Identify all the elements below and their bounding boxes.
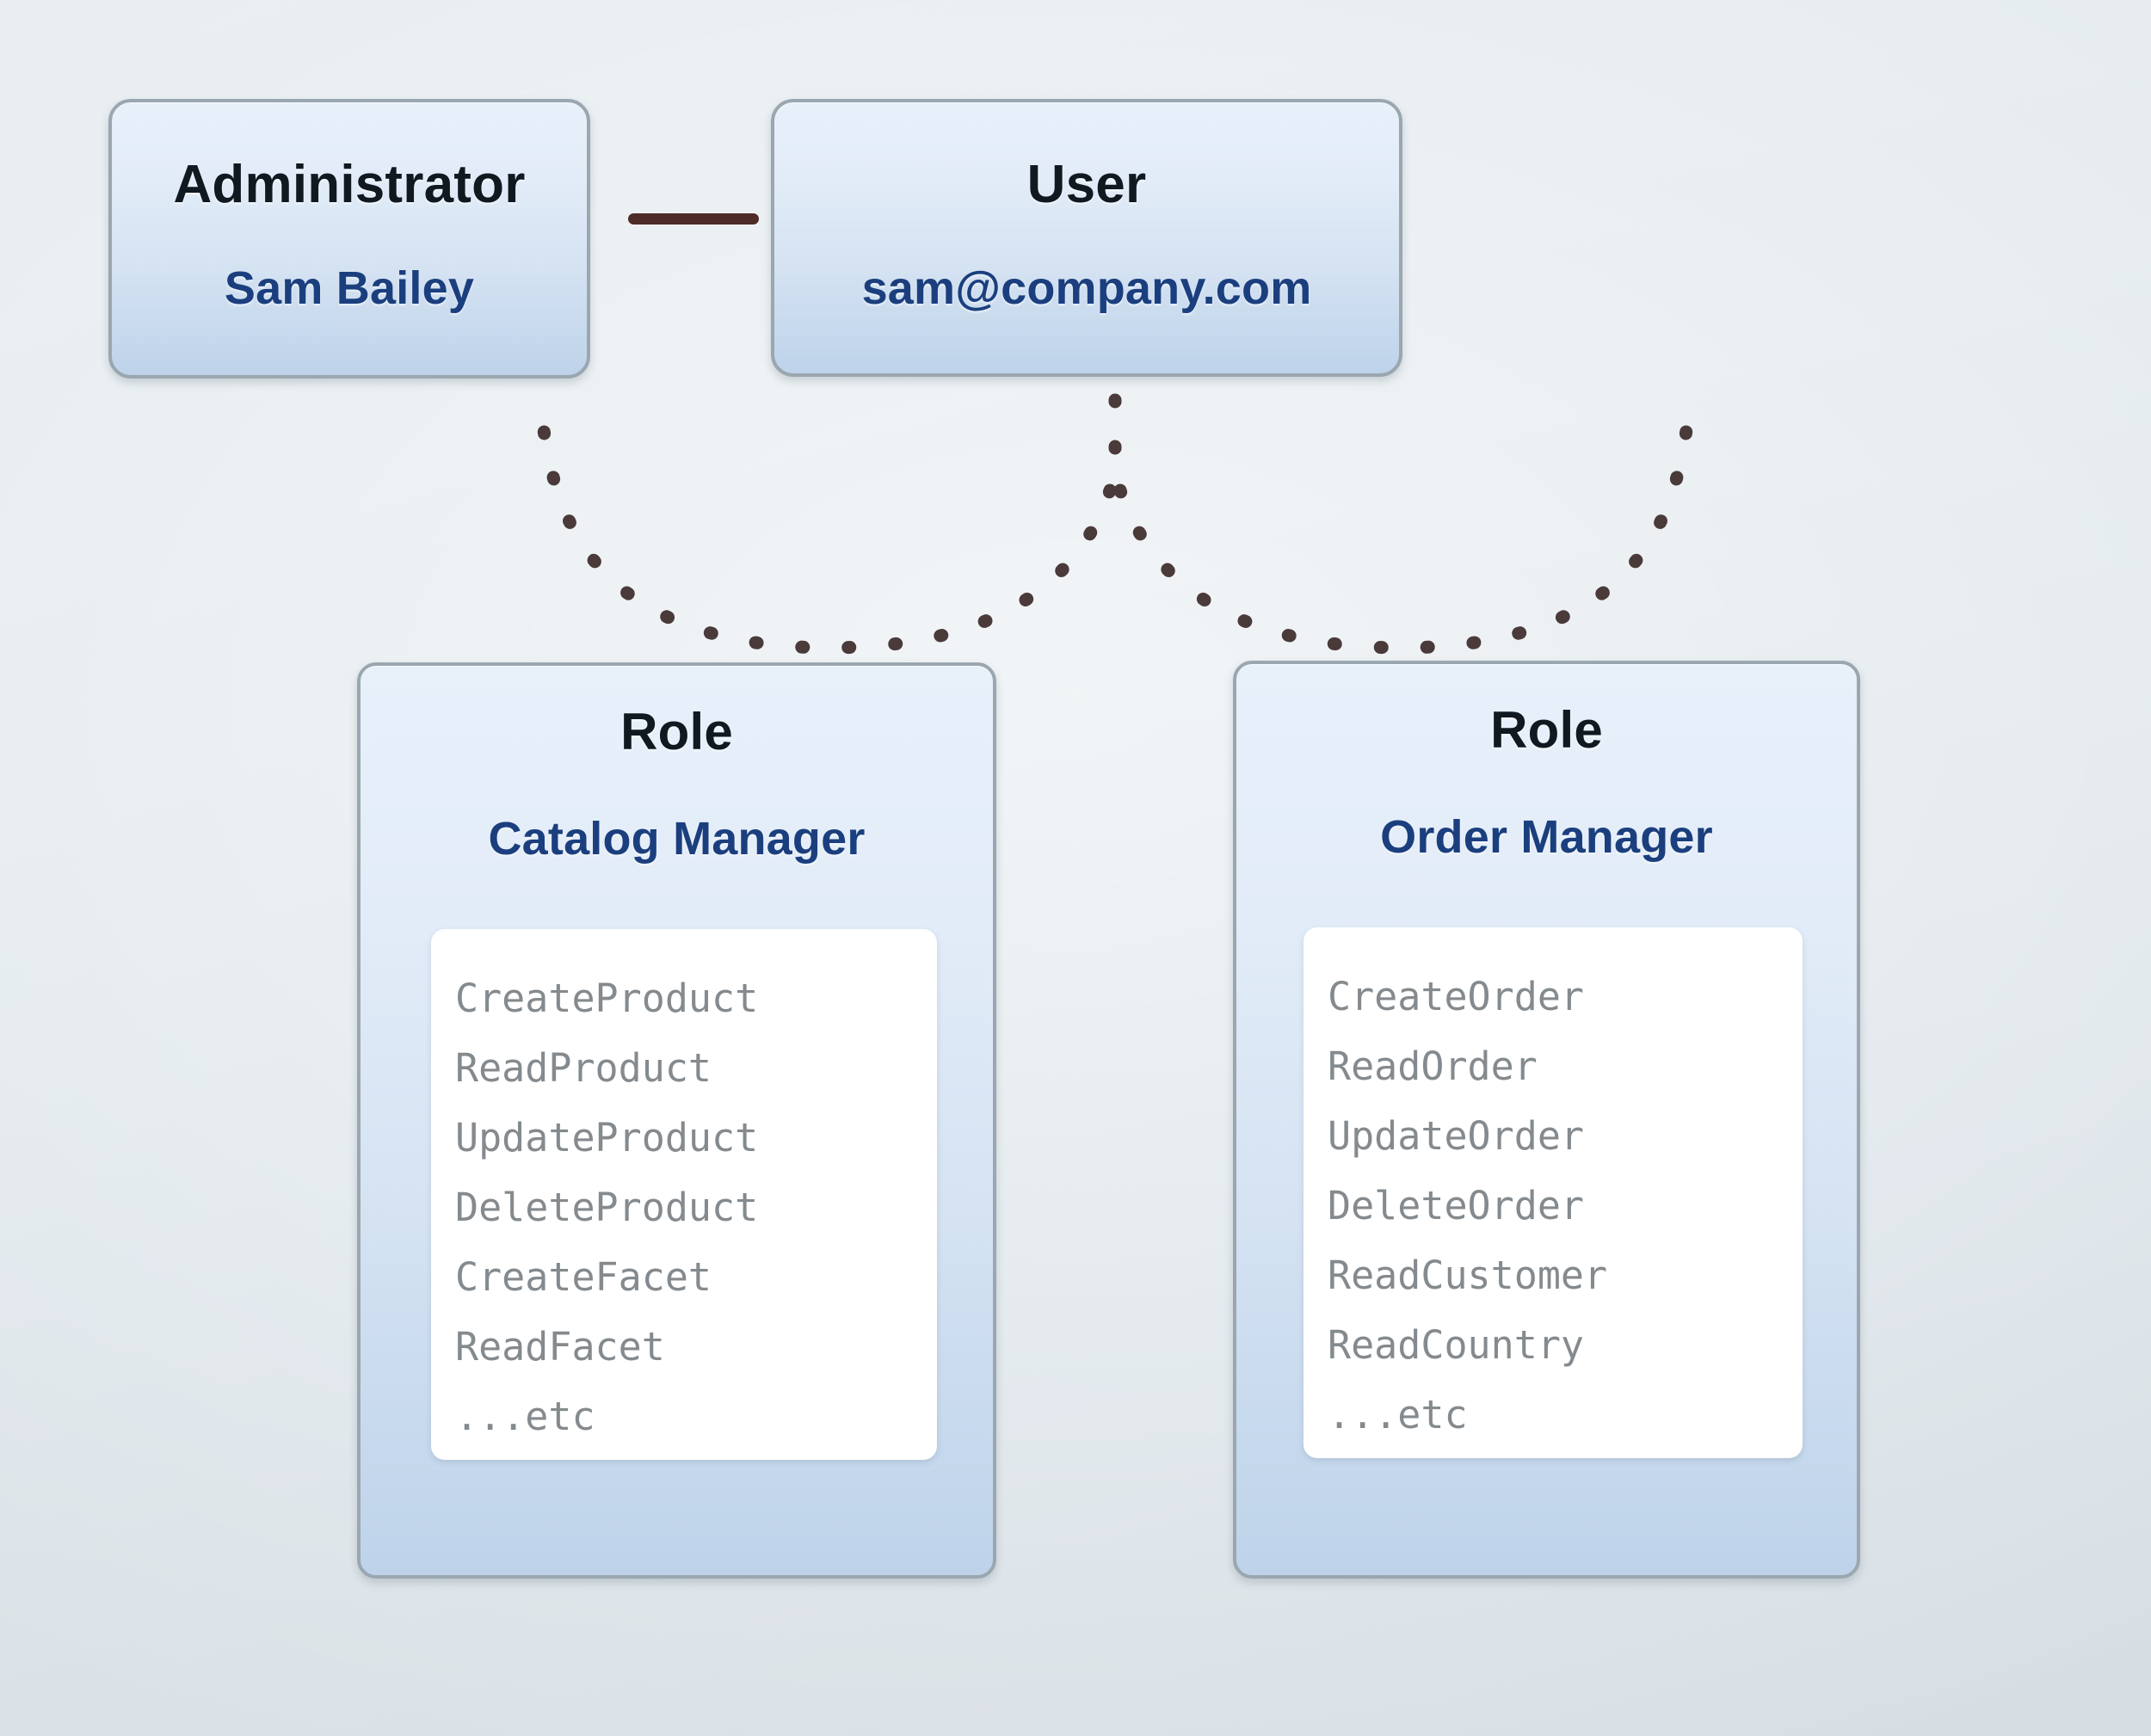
- node-user[interactable]: User sam@company.com: [771, 99, 1402, 377]
- permission-item: ...etc: [1328, 1392, 1468, 1437]
- role-catalog-type-label: Role: [620, 703, 733, 760]
- permission-item: DeleteOrder: [1328, 1183, 1585, 1228]
- administrator-name-label: Sam Bailey: [224, 262, 475, 314]
- connector-left-branch: [537, 423, 1117, 655]
- permission-item: CreateOrder: [1328, 974, 1585, 1019]
- permission-item: ReadCustomer: [1328, 1253, 1608, 1298]
- permission-item: DeleteProduct: [455, 1185, 759, 1230]
- administrator-type-label: Administrator: [173, 155, 526, 214]
- permission-item: CreateFacet: [455, 1254, 712, 1300]
- node-administrator[interactable]: Administrator Sam Bailey: [108, 99, 590, 379]
- permission-item: CreateProduct: [455, 976, 759, 1021]
- link-administrator-user: [628, 213, 759, 225]
- permission-item: UpdateOrder: [1328, 1113, 1585, 1159]
- user-type-label: User: [1026, 155, 1147, 214]
- role-order-name-label: Order Manager: [1380, 811, 1713, 863]
- connector-right-branch: [1113, 423, 1693, 655]
- user-name-label: sam@company.com: [861, 262, 1312, 314]
- permission-item: ReadOrder: [1328, 1043, 1538, 1089]
- role-catalog-name-label: Catalog Manager: [488, 813, 866, 865]
- permission-item: ReadFacet: [455, 1324, 665, 1370]
- permission-item: ReadProduct: [455, 1045, 712, 1091]
- role-order-type-label: Role: [1490, 701, 1603, 759]
- connector-user-to-role-catalog-curve: [556, 487, 1112, 648]
- permission-item: UpdateProduct: [455, 1115, 759, 1160]
- permission-item: ...etc: [455, 1394, 595, 1439]
- connector-user-to-role-catalog: [667, 487, 1112, 656]
- permission-item: ReadCountry: [1328, 1322, 1585, 1368]
